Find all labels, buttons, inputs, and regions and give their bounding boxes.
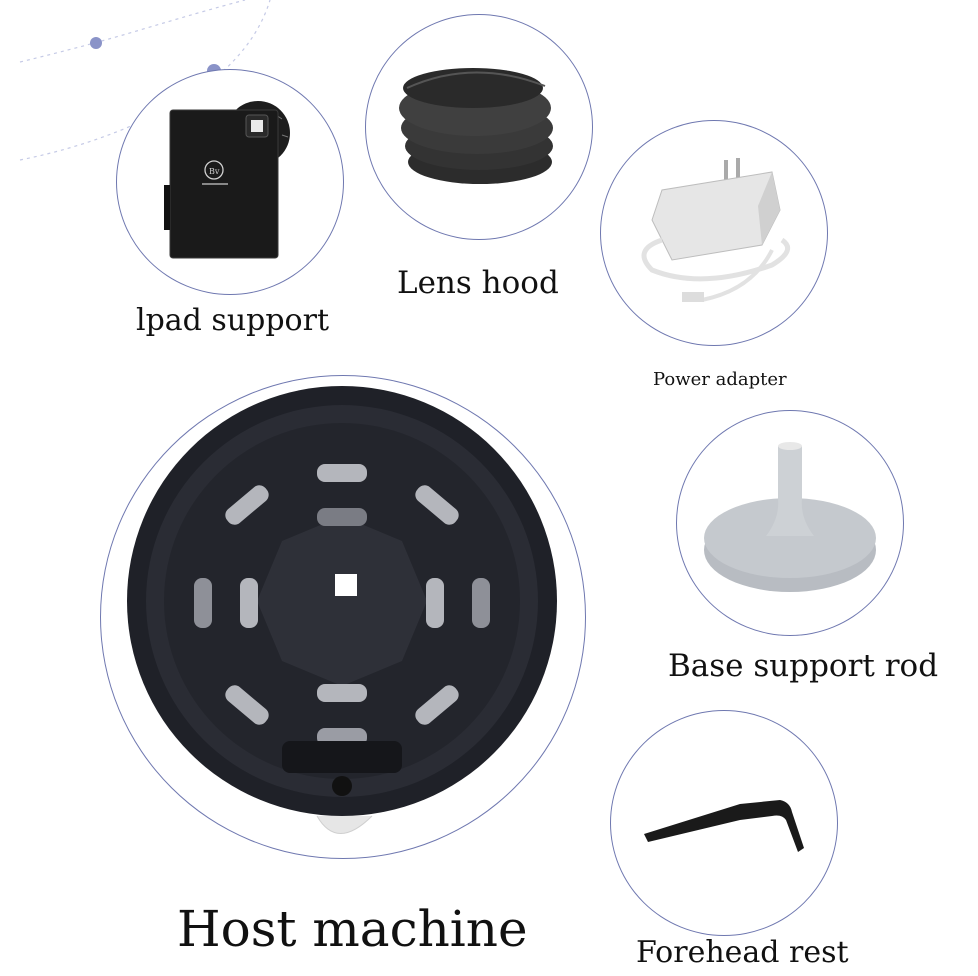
ipad-support-icon: Bv — [164, 101, 290, 259]
ipad-support-label: lpad support — [136, 303, 330, 338]
forehead-rest-icon — [644, 800, 804, 852]
forehead-rest-label: Forehead rest — [636, 935, 849, 970]
power-adapter-label: Power adapter — [653, 369, 787, 390]
lens-hood-icon — [399, 68, 553, 184]
host-machine-label: Host machine — [177, 900, 528, 958]
base-support-rod-icon — [704, 442, 876, 592]
lens-hood-label: Lens hood — [397, 265, 559, 301]
decorative-dot — [90, 37, 102, 49]
host-machine-icon — [127, 386, 557, 834]
svg-text:Bv: Bv — [209, 167, 220, 176]
base-support-rod-label: Base support rod — [668, 648, 939, 684]
power-adapter-icon — [641, 158, 791, 302]
